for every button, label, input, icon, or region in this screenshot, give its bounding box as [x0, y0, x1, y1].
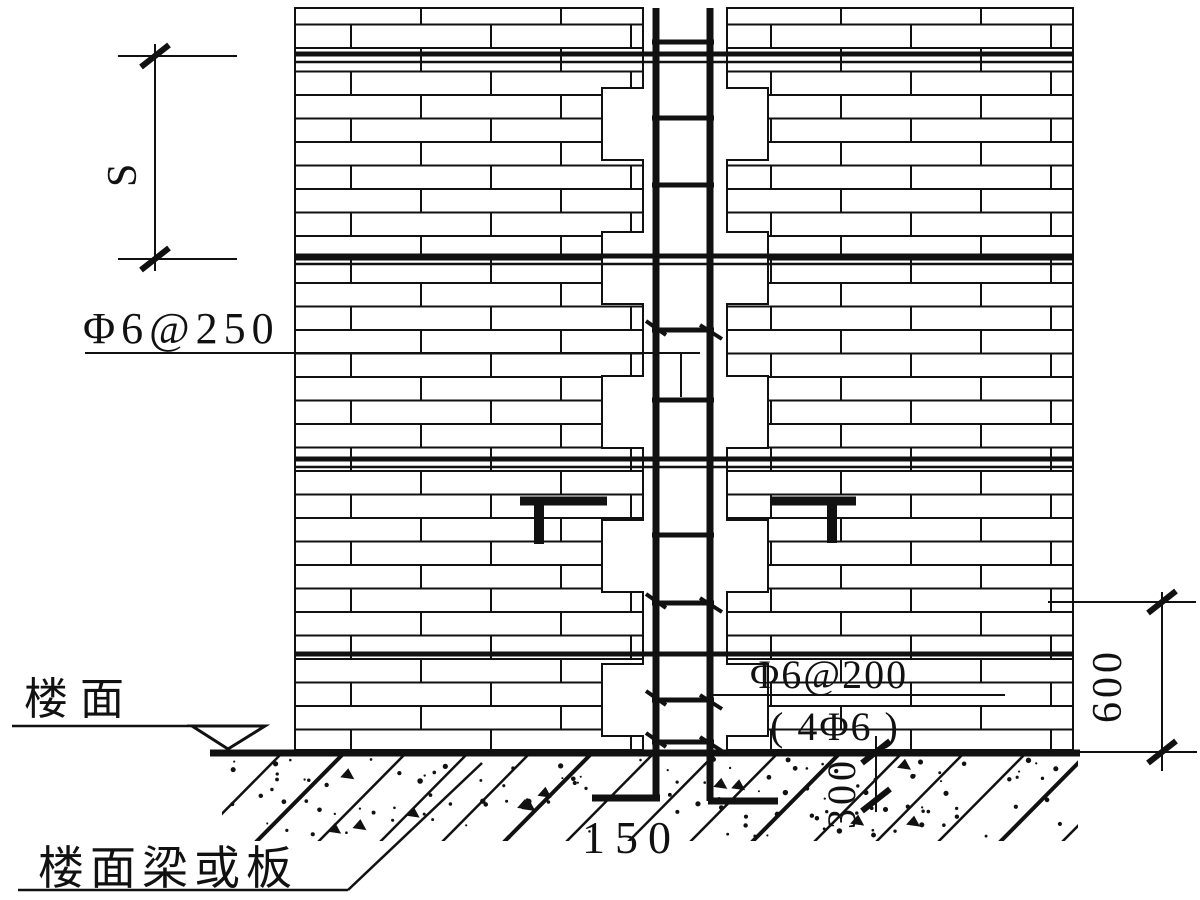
- label-lower-rebar-note: ( 4Φ6 ): [770, 704, 900, 749]
- label-upper-rebar: Φ6@250: [83, 304, 280, 353]
- label-lower-rebar: Φ6@200: [750, 652, 908, 697]
- brick-walls: [294, 7, 1074, 751]
- label-floor-beam-or-slab: 楼面梁或板: [38, 843, 298, 894]
- label-floor-level: 楼面: [24, 675, 136, 724]
- dim-text-150: 150: [582, 812, 681, 863]
- horizontal-rebar-bands: [210, 51, 1197, 757]
- vertical-rebar-ladder: [592, 8, 778, 805]
- leader-lines: [12, 352, 1005, 892]
- concrete-slab-hatch: [222, 756, 1078, 841]
- dim-text-s: S: [100, 160, 146, 187]
- tie-bar-section-symbols: [520, 496, 856, 544]
- dimension-lines: [118, 42, 1196, 814]
- dim-text-600: 600: [1085, 648, 1131, 723]
- dim-text-300: 300: [819, 757, 864, 829]
